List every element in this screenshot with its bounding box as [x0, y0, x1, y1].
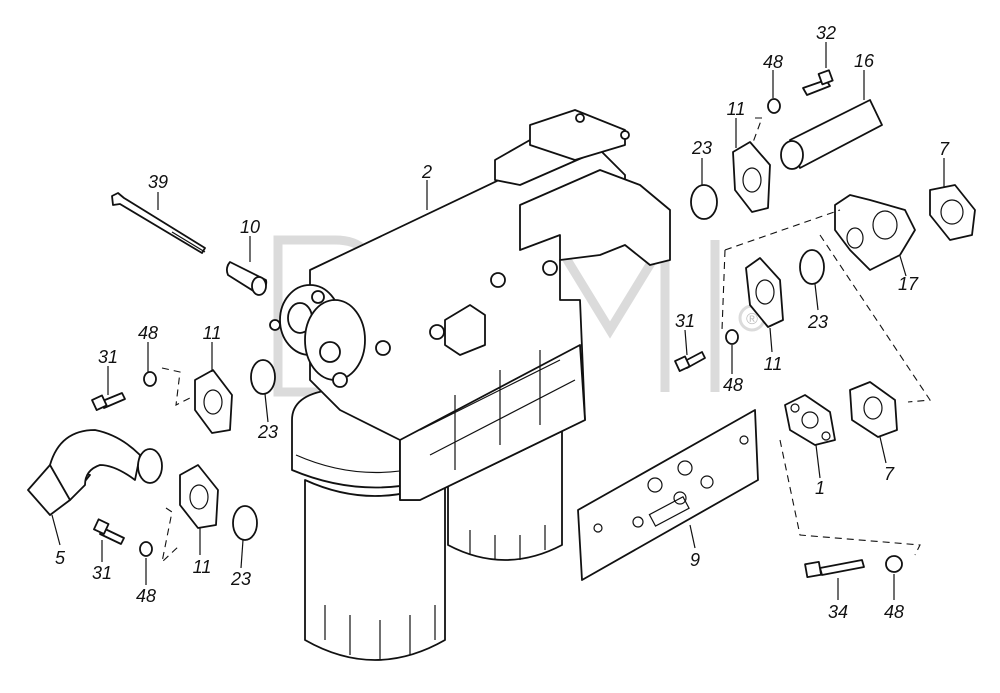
watermark-registered-mark: ®	[746, 311, 758, 328]
callout-34: 34	[828, 602, 848, 622]
o-ring-23-bottom	[232, 505, 258, 541]
washer-48-bottom	[139, 541, 153, 557]
bolt-39	[111, 192, 206, 254]
callout-48-right: 48	[884, 602, 904, 622]
callout-11-top: 11	[727, 99, 746, 119]
callout-7-bottom: 7	[884, 464, 895, 484]
flange-11-top	[732, 141, 771, 213]
callout-23-right: 23	[807, 312, 828, 332]
o-ring-23-right	[799, 249, 825, 285]
adapter-17	[834, 194, 916, 271]
pipe-elbow-5	[27, 429, 163, 516]
o-ring-23-left	[250, 359, 276, 395]
callout-32: 32	[816, 23, 836, 43]
bolt-34	[804, 559, 865, 579]
gasket-9	[577, 409, 759, 581]
leader-lines	[51, 42, 945, 600]
bolt-31-mid	[674, 351, 706, 372]
tube-16	[780, 99, 883, 170]
bolt-32	[802, 69, 834, 96]
callout-48-left: 48	[138, 323, 158, 343]
callout-10: 10	[240, 217, 260, 237]
gasket-7-top	[929, 184, 976, 241]
o-ring-23-top	[690, 184, 718, 220]
flange-11-left	[194, 369, 233, 434]
callout-23-top: 23	[691, 138, 712, 158]
flange-1	[784, 394, 836, 446]
filter-housing	[269, 109, 671, 501]
callout-31-bottom: 31	[92, 563, 112, 583]
callout-2: 2	[421, 162, 432, 182]
washer-48-mid	[725, 329, 739, 345]
callout-7-top: 7	[939, 139, 950, 159]
callout-23-bottom: 23	[230, 569, 251, 589]
callout-11-left: 11	[203, 323, 222, 343]
callout-labels: 2 39 10 32 48 16 11 23 7 17 23 11 31 48 …	[55, 23, 950, 622]
washer-48-left	[143, 371, 157, 387]
callout-1: 1	[815, 478, 825, 498]
callout-48-mid: 48	[723, 375, 743, 395]
washer-48-right	[885, 555, 903, 573]
callout-9: 9	[690, 550, 700, 570]
flange-11-right	[745, 257, 784, 328]
callout-48-bottom: 48	[136, 586, 156, 606]
washer-48-top	[767, 98, 781, 114]
callout-17: 17	[898, 274, 919, 294]
callout-39: 39	[148, 172, 168, 192]
bolt-31-left	[91, 392, 126, 411]
sleeve-10	[225, 261, 268, 296]
bolt-31-bottom	[93, 518, 125, 545]
callout-11-bottom: 11	[193, 557, 212, 577]
callout-31-left: 31	[98, 347, 118, 367]
callout-16: 16	[854, 51, 875, 71]
callout-5: 5	[55, 548, 66, 568]
callout-11-right: 11	[764, 354, 783, 374]
flange-11-bottom	[179, 464, 219, 529]
callout-31-mid: 31	[675, 311, 695, 331]
callout-48-top: 48	[763, 52, 783, 72]
gasket-7-bottom	[849, 381, 898, 438]
callout-23-left: 23	[257, 422, 278, 442]
dashed-connectors	[161, 117, 931, 564]
